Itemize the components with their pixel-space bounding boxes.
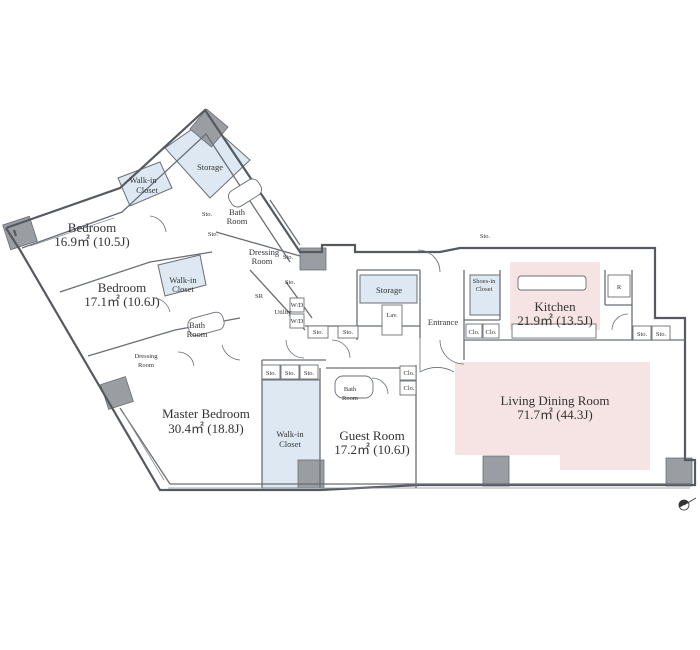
storage-label-2: Storage bbox=[376, 285, 402, 295]
window-sash-lines bbox=[29, 217, 690, 489]
bath-room-label-2: Room bbox=[187, 329, 208, 339]
dressing-label-2: Dressing bbox=[134, 353, 158, 360]
refrigerator-label: R bbox=[617, 284, 622, 291]
guest-room-area: 17.2㎡ (10.6J) bbox=[334, 442, 409, 457]
entrance-label: Entrance bbox=[428, 317, 458, 327]
sto-label-4: Sto. bbox=[313, 329, 324, 336]
sto-label-6: Sto. bbox=[637, 331, 648, 338]
bedroom-2-name: Bedroom bbox=[98, 280, 146, 295]
dressing-label-1: Dressing bbox=[249, 247, 280, 257]
sto-label-11: Sto. bbox=[285, 279, 296, 286]
sto-label-9: Sto. bbox=[208, 231, 219, 238]
sto-label-3: Sto. bbox=[304, 370, 315, 377]
living-dining-label: Living Dining Room 71.7㎡ (44.3J) bbox=[500, 393, 609, 422]
walk-in-label-2: Walk-in bbox=[169, 275, 197, 285]
clo-label-4: Clo. bbox=[403, 385, 414, 392]
bedroom-1-label: Bedroom 16.9㎡ (10.5J) bbox=[54, 220, 129, 249]
dressing-room-label-2: Room bbox=[138, 362, 154, 369]
kitchen-name: Kitchen bbox=[534, 299, 576, 314]
storage-label-1: Storage bbox=[197, 162, 223, 172]
kitchen-label: Kitchen 21.9㎡ (13.5J) bbox=[517, 299, 592, 328]
lav-label: Lav. bbox=[386, 312, 398, 319]
closet-label-3: Closet bbox=[279, 439, 301, 449]
door-swings bbox=[149, 215, 629, 395]
bath-label-3: Bath bbox=[344, 386, 357, 393]
bedroom-1-area: 16.9㎡ (10.5J) bbox=[54, 234, 129, 249]
bath-label-2: Bath bbox=[189, 320, 206, 330]
bedroom-1-name: Bedroom bbox=[68, 220, 116, 235]
walk-in-label-1: Walk-in bbox=[129, 175, 157, 185]
master-bedroom-name: Master Bedroom bbox=[162, 406, 250, 421]
sto-label-12: Sto. bbox=[480, 233, 491, 240]
clo-label-3: Clo. bbox=[403, 370, 414, 377]
master-bedroom-label: Master Bedroom 30.4㎡ (18.8J) bbox=[162, 406, 250, 436]
closet-label-1: Closet bbox=[136, 185, 158, 195]
sto-label-5: Sto. bbox=[343, 329, 354, 336]
wd-label-1: W/D bbox=[291, 302, 304, 309]
sto-label-1: Sto. bbox=[266, 370, 277, 377]
walk-in-label-3: Walk-in bbox=[276, 429, 304, 439]
structural-columns bbox=[2, 108, 693, 489]
clo-label-2: Clo. bbox=[485, 329, 496, 336]
kitchen-area: 21.9㎡ (13.5J) bbox=[517, 313, 592, 328]
sr-label: SR bbox=[255, 293, 264, 300]
guest-room-name: Guest Room bbox=[339, 428, 404, 443]
sto-label-10: Sto. bbox=[283, 254, 294, 261]
guest-room-label: Guest Room 17.2㎡ (10.6J) bbox=[334, 428, 409, 457]
closet-label-2: Closet bbox=[172, 284, 194, 294]
living-dining-area: 71.7㎡ (44.3J) bbox=[517, 407, 592, 422]
small-room-labels: Storage Storage Walk-in Closet Walk-in C… bbox=[129, 162, 666, 449]
exterior-walls bbox=[5, 108, 697, 492]
living-floor-highlight bbox=[455, 362, 650, 470]
shoes-closet-label: Closet bbox=[476, 286, 493, 293]
master-bedroom-area: 30.4㎡ (18.8J) bbox=[168, 421, 243, 436]
bedroom-2-label: Bedroom 17.1㎡ (10.6J) bbox=[84, 280, 159, 309]
utility-label: Utility bbox=[275, 309, 293, 316]
sto-label-8: Sto. bbox=[202, 211, 213, 218]
entrance-name: Entrance bbox=[428, 317, 458, 327]
shoes-in-label: Shoes-in bbox=[473, 278, 497, 285]
dressing-room-label-1: Room bbox=[252, 256, 273, 266]
sto-label-2: Sto. bbox=[285, 370, 296, 377]
clo-label-1: Clo. bbox=[468, 329, 479, 336]
bath-room-label-1: Room bbox=[227, 216, 248, 226]
storage-boxes bbox=[187, 178, 671, 399]
bath-room-label-3: Room bbox=[342, 395, 358, 402]
north-arrow-icon bbox=[678, 497, 697, 511]
sto-label-7: Sto. bbox=[656, 331, 667, 338]
wd-label-2: W/D bbox=[291, 318, 304, 325]
living-dining-name: Living Dining Room bbox=[500, 393, 609, 408]
bath-label-1: Bath bbox=[229, 207, 246, 217]
bedroom-2-area: 17.1㎡ (10.6J) bbox=[84, 294, 159, 309]
